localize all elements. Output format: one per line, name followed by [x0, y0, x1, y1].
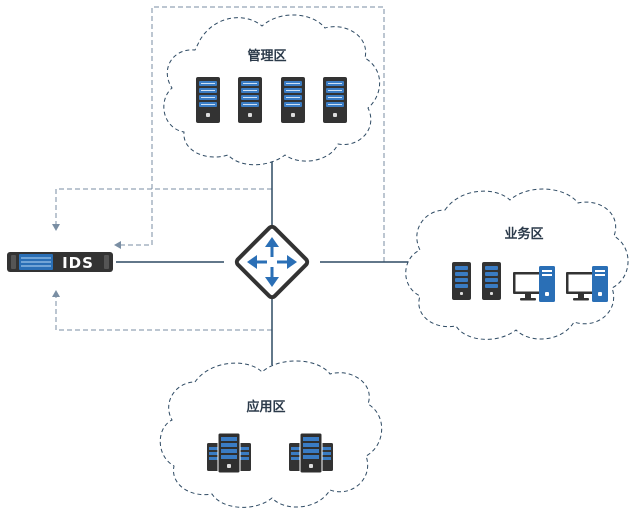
cloud-application	[159, 360, 383, 508]
zone-label-application: 应用区	[246, 399, 285, 415]
cloud-business	[405, 188, 629, 340]
mirror-arrowheads	[52, 224, 121, 297]
ids-appliance: IDS	[7, 252, 113, 272]
cloud-management	[163, 14, 381, 166]
server-icon	[482, 262, 501, 300]
mirror-link-top	[55, 188, 272, 225]
ids-label: IDS	[62, 254, 94, 272]
mirror-link-outer	[120, 6, 385, 262]
zone-label-business: 业务区	[504, 226, 543, 242]
server-icon	[237, 76, 263, 124]
server-icon	[322, 76, 348, 124]
network-links	[116, 160, 410, 365]
server-icon	[452, 262, 471, 300]
server-icon	[195, 76, 221, 124]
server-icon	[280, 76, 306, 124]
mirror-link-bottom	[55, 296, 272, 331]
zone-label-management: 管理区	[247, 48, 286, 64]
mirror-links	[55, 6, 385, 331]
router-icon	[234, 224, 310, 300]
